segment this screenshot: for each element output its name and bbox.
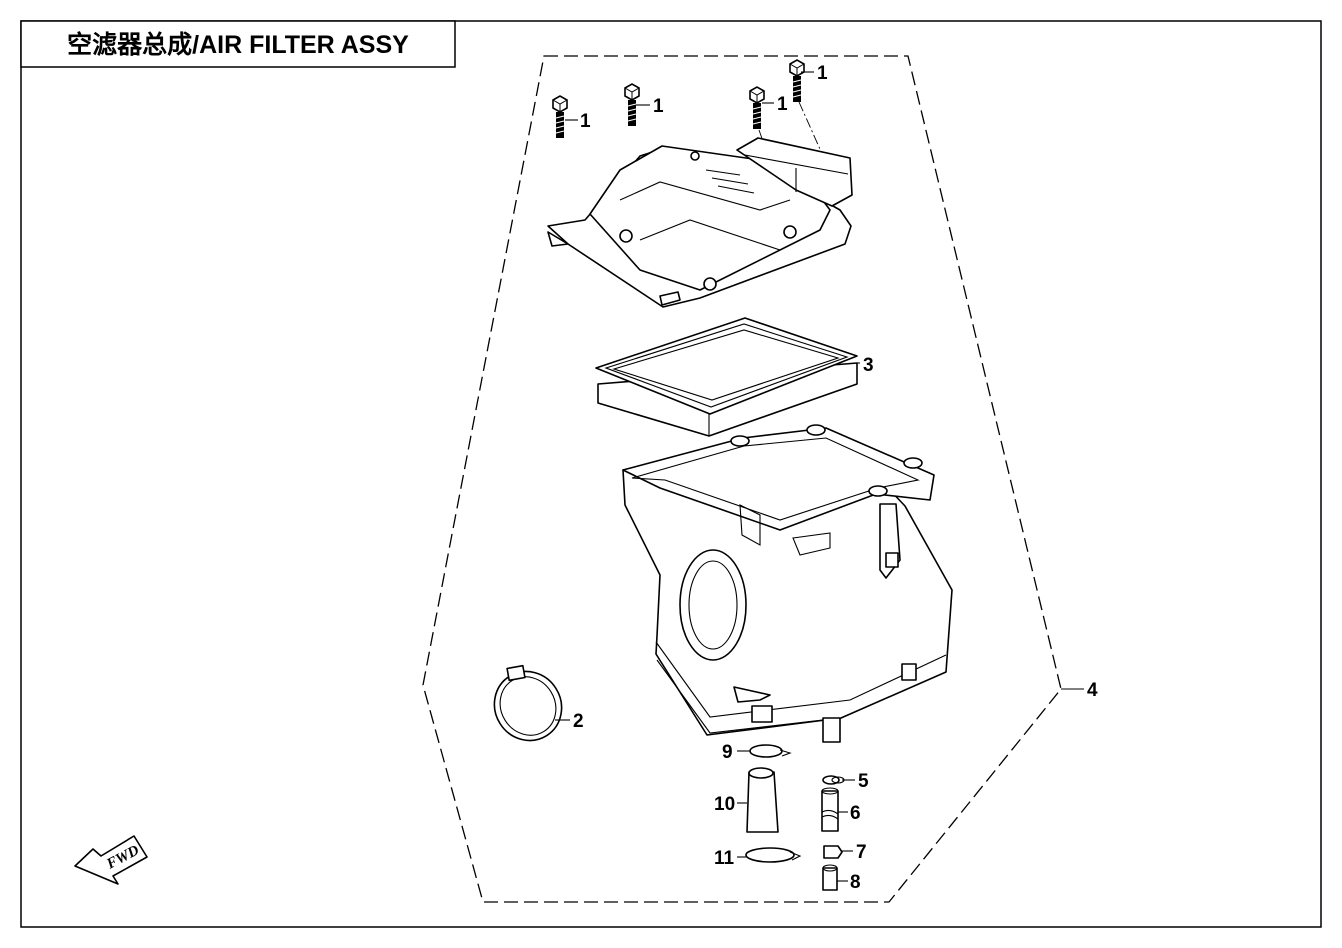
filter-element (595, 317, 858, 437)
callout-3: 3 (863, 355, 874, 376)
callout-7: 7 (856, 842, 867, 863)
bolt-1d (789, 59, 805, 103)
airbox-housing (622, 424, 953, 743)
outer-frame (20, 20, 1322, 928)
drain-tube (821, 787, 839, 832)
forward-direction-arrow: FWD (74, 835, 148, 885)
title-box (20, 20, 456, 68)
bolt-1c (749, 86, 765, 130)
tube-cap (823, 845, 843, 859)
plug (822, 864, 838, 891)
diagram-title: 空滤器总成/AIR FILTER ASSY (67, 30, 409, 59)
spring-clip (745, 847, 802, 863)
callout-5: 5 (858, 771, 869, 792)
airbox-cover (547, 137, 853, 308)
callout-1b: 1 (653, 96, 664, 117)
assembly-boundary (422, 55, 1062, 903)
callout-1c: 1 (777, 94, 788, 115)
callout-labels: 1 1 1 1 2 3 4 5 6 7 8 9 10 11 (573, 63, 1098, 893)
callout-4: 4 (1087, 680, 1098, 701)
callout-10: 10 (714, 794, 735, 815)
drain-sleeve (746, 767, 779, 833)
callout-8: 8 (850, 872, 861, 893)
callout-1a: 1 (580, 111, 591, 132)
bolt-1a (552, 95, 568, 139)
hose-clamp (493, 664, 563, 742)
callout-6: 6 (850, 803, 861, 824)
callout-9: 9 (722, 742, 733, 763)
callout-leaders (555, 71, 1084, 882)
callout-2: 2 (573, 711, 584, 732)
ring-clip (749, 744, 792, 758)
callout-1d: 1 (817, 63, 828, 84)
small-clip (822, 775, 845, 785)
callout-11: 11 (714, 848, 735, 869)
